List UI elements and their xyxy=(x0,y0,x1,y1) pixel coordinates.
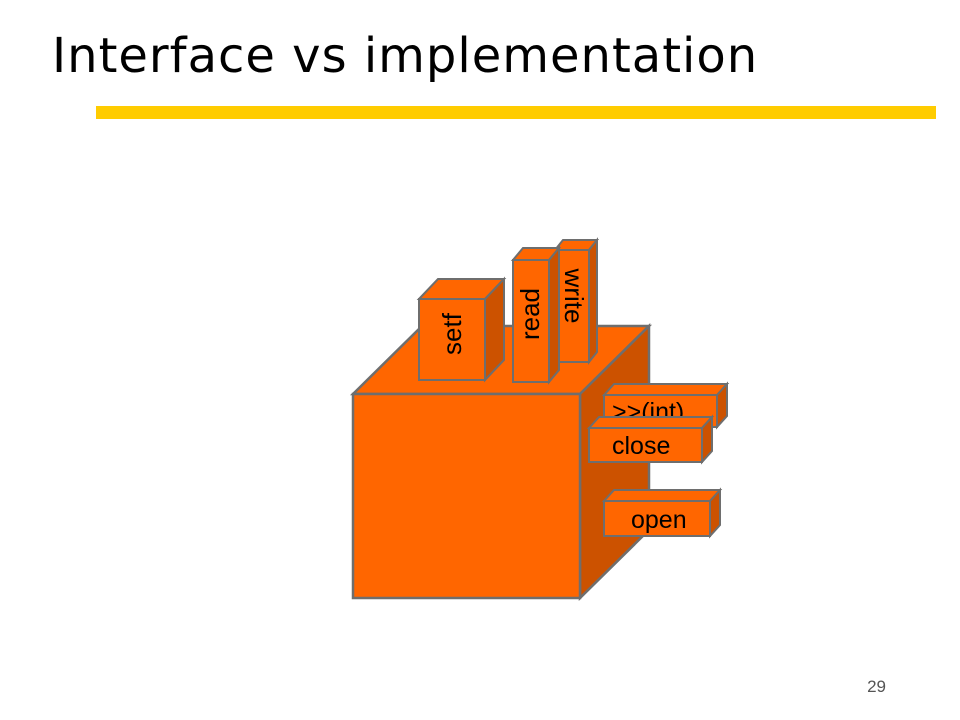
method-label-write: write xyxy=(559,268,589,324)
method-label-close: close xyxy=(612,432,670,460)
method-label-setf: setf xyxy=(437,312,467,355)
cube-front-face xyxy=(351,392,582,600)
method-block-open[interactable]: open xyxy=(601,487,723,539)
slide-number: 29 xyxy=(867,677,886,696)
title-underline xyxy=(96,106,936,119)
slide-title: Interface vs implementation xyxy=(52,28,759,84)
method-label-open: open xyxy=(631,506,687,534)
method-block-close[interactable]: close xyxy=(586,414,715,465)
method-label-read: read xyxy=(515,288,545,340)
method-block-read[interactable]: read xyxy=(510,245,562,385)
method-block-setf[interactable]: setf xyxy=(416,276,507,383)
method-block-write[interactable]: write xyxy=(552,237,600,365)
